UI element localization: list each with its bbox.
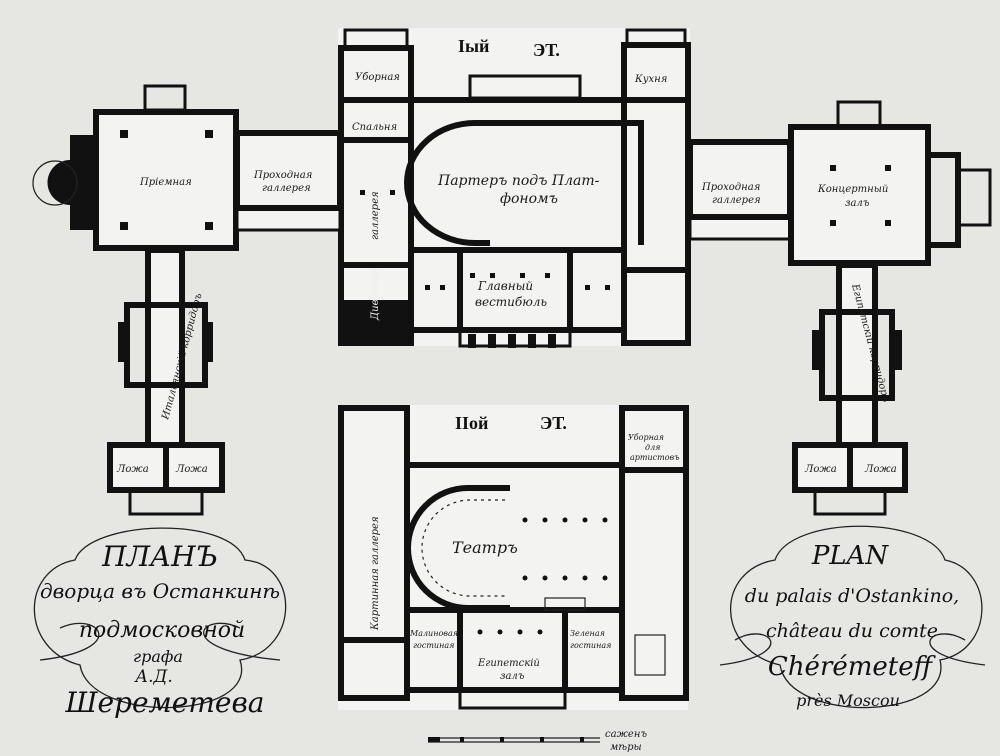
room-label-vestibule-line2: вестибюль (475, 295, 547, 309)
scale-bar (428, 737, 600, 743)
room-label-gallery: галлерея (370, 191, 381, 240)
russian-cartouche-ornament (33, 527, 287, 709)
french-title-line1: PLAN (811, 541, 890, 571)
room-label-bedroom: Спальня (352, 122, 397, 133)
room-label-right-lodge-a: Ложа (804, 464, 837, 475)
room-label-crimson-room-line2: гостиная (413, 641, 454, 650)
russian-title-line2: дворца въ Останкинѣ (40, 579, 280, 603)
russian-title-line6: Шереметева (65, 686, 265, 719)
room-label-green-room-line2: гостиная (570, 641, 611, 650)
room-label-vestibule-line1: Главный (477, 279, 533, 293)
room-label-reception: Пріемная (139, 177, 192, 188)
room-label-right-passage-line1: Проходная (701, 182, 760, 193)
second-floor-suffix: ЭТ. (540, 413, 567, 433)
room-label-left-passage-line1: Проходная (253, 170, 312, 181)
room-label-concert-hall-line1: Концертный (817, 184, 888, 195)
french-title-line5: près Moscou (796, 691, 900, 710)
first-floor-numeral: Iый (458, 36, 489, 56)
french-title-line2: du palais d'Ostankino, (745, 585, 959, 607)
room-label-left-lodge-b: Ложа (175, 464, 208, 475)
room-label-green-room-line1: Зеленая (570, 629, 605, 638)
first-floor-main-block (338, 28, 691, 348)
room-label-artists-room-line3: артистовъ (630, 453, 680, 462)
french-cartouche-ornament (719, 525, 986, 709)
room-label-ballroom-line2: фономъ (500, 191, 558, 207)
room-label-ballroom-line1: Партеръ подъ Плат- (437, 173, 600, 189)
room-label-egyptian-hall-line1: Египетскій (477, 658, 540, 669)
room-label-crimson-room-line1: Малиновая (409, 629, 458, 638)
room-label-kitchen: Кухня (634, 74, 667, 85)
first-floor-right-wing (687, 100, 992, 516)
room-label-toilet: Уборная (355, 72, 400, 83)
french-title-cartouche: PLAN du palais d'Ostankino, château du c… (745, 541, 959, 710)
russian-title-line1: ПЛАНЪ (101, 540, 218, 573)
room-label-concert-hall-line2: залъ (845, 198, 870, 209)
first-floor-left-wing (32, 84, 343, 516)
russian-title-line5: А.Д. (134, 667, 173, 687)
room-label-picture-gallery: Картинная галлерея (370, 516, 381, 631)
room-label-divan: Диванная (370, 268, 381, 321)
room-label-artists-room-line1: Уборная (628, 433, 664, 442)
french-title-line3: château du comte (766, 620, 938, 642)
russian-title-line4: графа (133, 647, 183, 666)
room-label-left-lodge-a: Ложа (116, 464, 149, 475)
second-floor-numeral: IIой (455, 413, 488, 433)
room-label-artists-room-line2: для (645, 443, 660, 452)
second-floor-block (338, 405, 689, 710)
french-title-line4: Chérémeteff (768, 652, 937, 682)
room-label-theatre: Театръ (452, 538, 518, 557)
room-label-right-passage-line2: галлерея (712, 195, 761, 206)
scale-label-line2: мѣры (610, 742, 642, 753)
room-label-right-lodge-b: Ложа (864, 464, 897, 475)
room-label-left-passage-line2: галлерея (262, 183, 311, 194)
room-label-egyptian-hall-line2: залъ (500, 671, 525, 682)
russian-title-line3: подмосковной (79, 618, 245, 643)
first-floor-suffix: ЭТ. (533, 40, 560, 60)
russian-title-cartouche: ПЛАНЪ дворца въ Останкинѣ подмосковной г… (40, 540, 280, 719)
scale-label-line1: саженъ (605, 729, 647, 740)
